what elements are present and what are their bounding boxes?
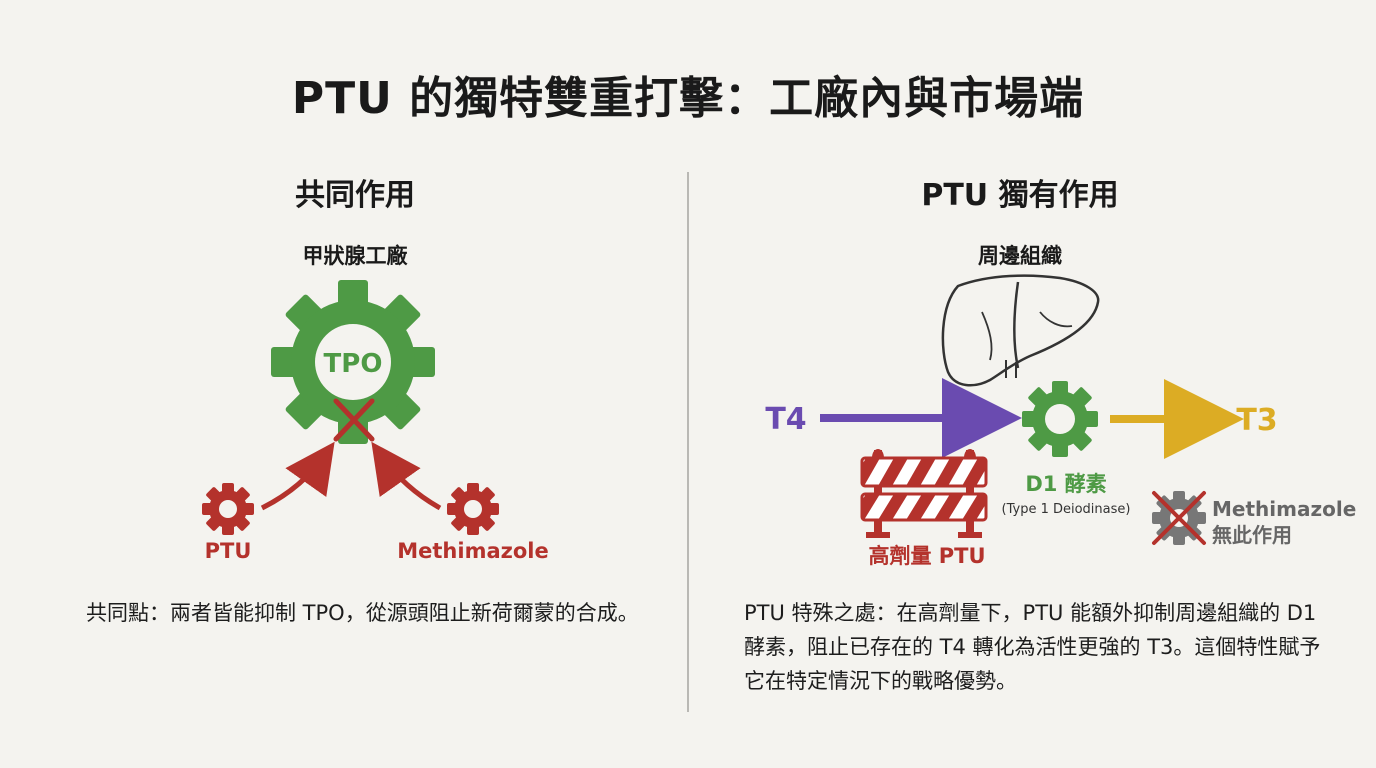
left-diagram: TPO [202,280,549,563]
high-dose-ptu-label: 高劑量 PTU [868,544,985,568]
right-caption: PTU 特殊之處：在高劑量下，PTU 能額外抑制周邊組織的 D1 酵素，阻止已存… [744,601,1321,693]
ptu-gear-icon [202,483,254,535]
left-heading: 共同作用 [295,178,415,213]
page-title: PTU 的獨特雙重打擊：工廠內與市場端 [291,73,1085,124]
t4-label: T4 [765,402,806,437]
right-diagram: T4 T3 D1 酵素 (Type 1 Deiodinase) [765,274,1356,568]
tpo-gear-icon [271,280,435,444]
barricade-icon [860,449,988,538]
peripheral-tissue-label: 周邊組織 [978,244,1062,268]
d1-enzyme-sublabel: (Type 1 Deiodinase) [1002,502,1131,517]
left-caption: 共同點：兩者皆能抑制 TPO，從源頭阻止新荷爾蒙的合成。 [86,601,639,625]
methimazole-label: Methimazole [397,539,548,563]
ptu-to-tpo-arrow [260,441,335,511]
no-effect-label: 無此作用 [1212,523,1292,547]
d1-gear-icon [1022,381,1098,457]
center-divider [687,172,689,712]
d1-enzyme-label: D1 酵素 [1025,472,1106,496]
liver-icon [941,274,1100,387]
thyroid-factory-label: 甲狀腺工廠 [302,244,408,268]
no-effect-x-icon [1152,491,1206,545]
methimazole-gear-icon [447,483,499,535]
t3-label: T3 [1236,403,1277,438]
tpo-label: TPO [324,349,383,379]
right-heading: PTU 獨有作用 [921,178,1119,213]
tpo-inhibit-x-icon [333,398,375,442]
methimazole-gray-label: Methimazole [1212,497,1356,521]
ptu-label: PTU [205,539,252,563]
methimazole-to-tpo-arrow [371,441,442,511]
